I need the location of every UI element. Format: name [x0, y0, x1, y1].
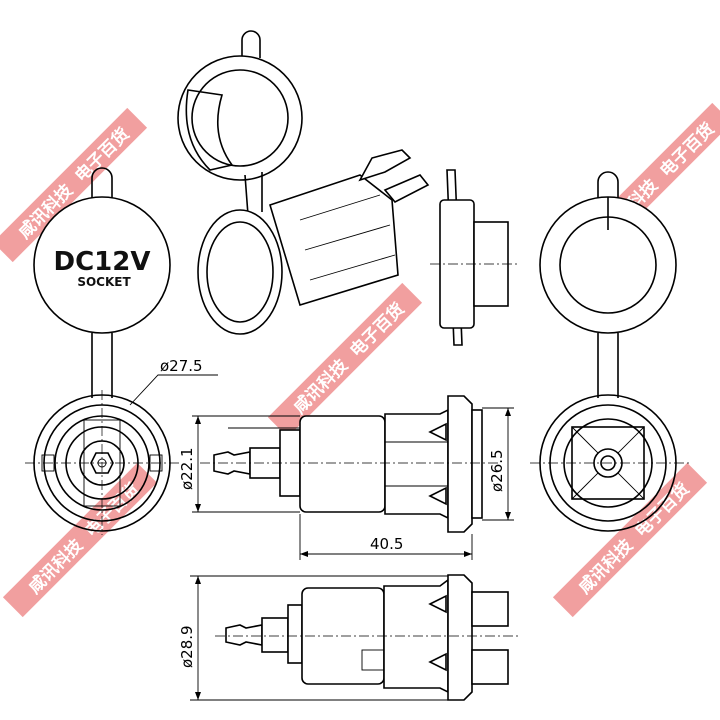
bottom-latch-bottom — [428, 652, 447, 672]
side-flange — [447, 395, 473, 533]
dim-length-arrow-left — [300, 551, 308, 557]
dim-flange-arrow-bottom — [505, 512, 511, 520]
svg-text:电子百货: 电子百货 — [656, 118, 719, 181]
dim-plug-arrow-top — [195, 416, 201, 424]
dim-length-arrow-right — [464, 551, 472, 557]
watermark-bottom-left: 咸讯科技 电子百货 — [2, 462, 158, 618]
cap-disk — [33, 196, 171, 334]
bottom-latch-top — [428, 594, 447, 614]
flange-side-view — [430, 169, 520, 346]
side-latch-top — [428, 422, 447, 442]
svg-text:咸讯科技: 咸讯科技 — [289, 354, 353, 418]
cap-label-socket: SOCKET — [77, 275, 131, 289]
iso-tab-terminal — [358, 149, 412, 182]
bottom-plug-shank — [261, 617, 289, 653]
svg-text:电子百货: 电子百货 — [81, 478, 144, 541]
cap-strap — [91, 333, 113, 398]
face-latch-left — [41, 454, 55, 472]
front-view-with-cap: DC12V SOCKET ø27.5 — [25, 167, 218, 535]
bottom-flange — [447, 574, 473, 701]
side-housing — [384, 408, 449, 520]
iso-body-rib-1 — [299, 194, 381, 221]
face-dim-leader — [129, 374, 218, 406]
dim-flange-arrow-top — [505, 408, 511, 416]
dim-flange-label: ø26.5 — [488, 449, 506, 492]
dim-plug-arrow-bottom — [195, 504, 201, 512]
iso-face-outer — [197, 209, 283, 335]
iso-cap-inner — [191, 69, 289, 167]
dim-bottom-arrow-bottom — [195, 692, 201, 700]
bottom-housing-block — [361, 649, 385, 671]
iso-body — [269, 174, 399, 307]
side-latch-bottom — [428, 486, 447, 506]
isometric-view — [177, 30, 430, 335]
watermark-bottom-right: 咸讯科技 电子百货 — [552, 462, 708, 618]
iso-body-rib-3 — [309, 254, 396, 281]
face-dim-label: ø27.5 — [160, 357, 203, 375]
side-flange-lip — [471, 409, 483, 519]
side-main-body — [299, 415, 386, 513]
bottom-plug-nut — [287, 604, 303, 664]
bottom-elevation: ø28.9 — [178, 574, 520, 701]
svg-text:咸讯科技: 咸讯科技 — [574, 534, 638, 598]
svg-text:电子百货: 电子百货 — [71, 123, 134, 186]
dim-plug-label: ø22.1 — [178, 447, 196, 490]
dim-bottom-arrow-top — [195, 576, 201, 584]
iso-cap-plug — [185, 89, 234, 171]
bottom-boss-top — [471, 591, 509, 627]
iso-face-inner — [206, 221, 274, 323]
face-latch-right — [149, 454, 163, 472]
side-elevation: ø22.1 ø26.5 40.5 — [178, 395, 514, 560]
rear-strap — [597, 333, 619, 398]
iso-body-rib-2 — [304, 224, 391, 251]
dim-length-label: 40.5 — [370, 535, 403, 553]
rear-cap-tab — [597, 171, 619, 200]
cap-tab — [91, 167, 113, 200]
svg-text:电子百货: 电子百货 — [346, 298, 409, 361]
iso-strap — [244, 172, 263, 216]
cap-label-voltage: DC12V — [54, 247, 151, 277]
bottom-boss-bottom — [471, 649, 509, 685]
dim-bottom-label: ø28.9 — [178, 625, 196, 668]
svg-text:电子百货: 电子百货 — [631, 478, 694, 541]
iso-cap-tab — [241, 30, 261, 58]
rear-view-with-cap — [530, 171, 690, 532]
bottom-plug-tip — [225, 624, 263, 646]
iso-cap-outer — [177, 55, 303, 181]
iso-pin-terminal — [383, 174, 430, 204]
svg-text:咸讯科技: 咸讯科技 — [24, 534, 88, 598]
